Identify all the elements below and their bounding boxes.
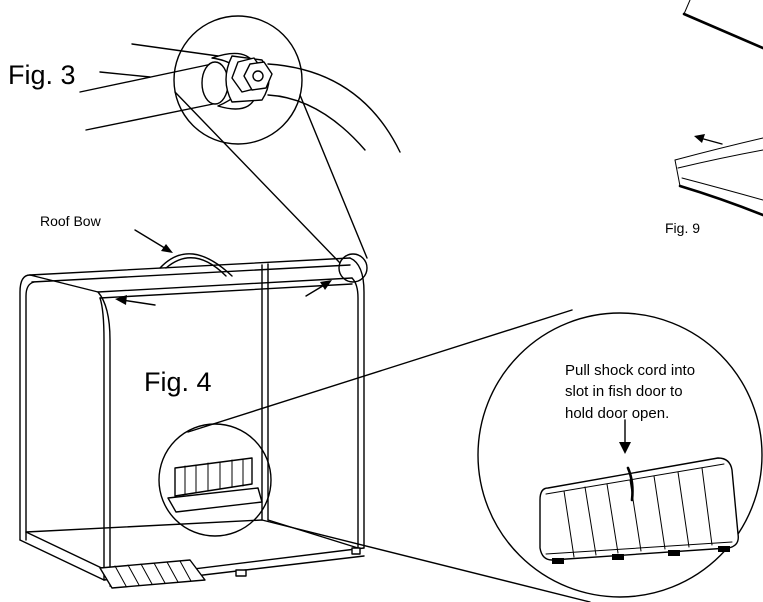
fig4-frame <box>19 257 365 587</box>
fig3-magnifier-circle <box>173 15 303 145</box>
door-callout-line-top <box>187 309 573 433</box>
note-arrow <box>619 419 631 454</box>
fig4-arrow-left <box>115 295 156 306</box>
fig4-corner-magnifier-circle <box>338 253 368 283</box>
roof-bow-leader <box>134 229 173 253</box>
fig3-callout-line-right <box>299 94 368 259</box>
roof-bow-label: Roof Bow <box>40 213 102 229</box>
fig9-label: Fig. 9 <box>665 220 700 236</box>
shock-cord-note-line-1: Pull shock cord into <box>565 362 695 379</box>
shock-cord-note-line-3: hold door open. <box>565 405 669 422</box>
fig3-callout-line-left <box>174 91 341 264</box>
door-callout-line-bottom <box>261 519 591 602</box>
shock-cord-note-line-2: slot in fish door to <box>565 383 683 400</box>
fig4-fish-door-small <box>167 457 263 513</box>
fig4-arrow-right <box>305 280 332 297</box>
fig3-connector <box>201 52 273 110</box>
fish-door-drawing <box>539 457 739 564</box>
fig9-arrow <box>694 134 723 145</box>
fig4-label: Fig. 4 <box>144 367 212 397</box>
fig9-drawing <box>674 0 763 217</box>
fig4-floor-hatch <box>99 559 206 589</box>
fig3-label: Fig. 3 <box>8 60 76 90</box>
roof-bow-drawing <box>159 253 233 277</box>
fig3-label-leader <box>99 71 151 78</box>
fig3-pole <box>79 43 401 153</box>
